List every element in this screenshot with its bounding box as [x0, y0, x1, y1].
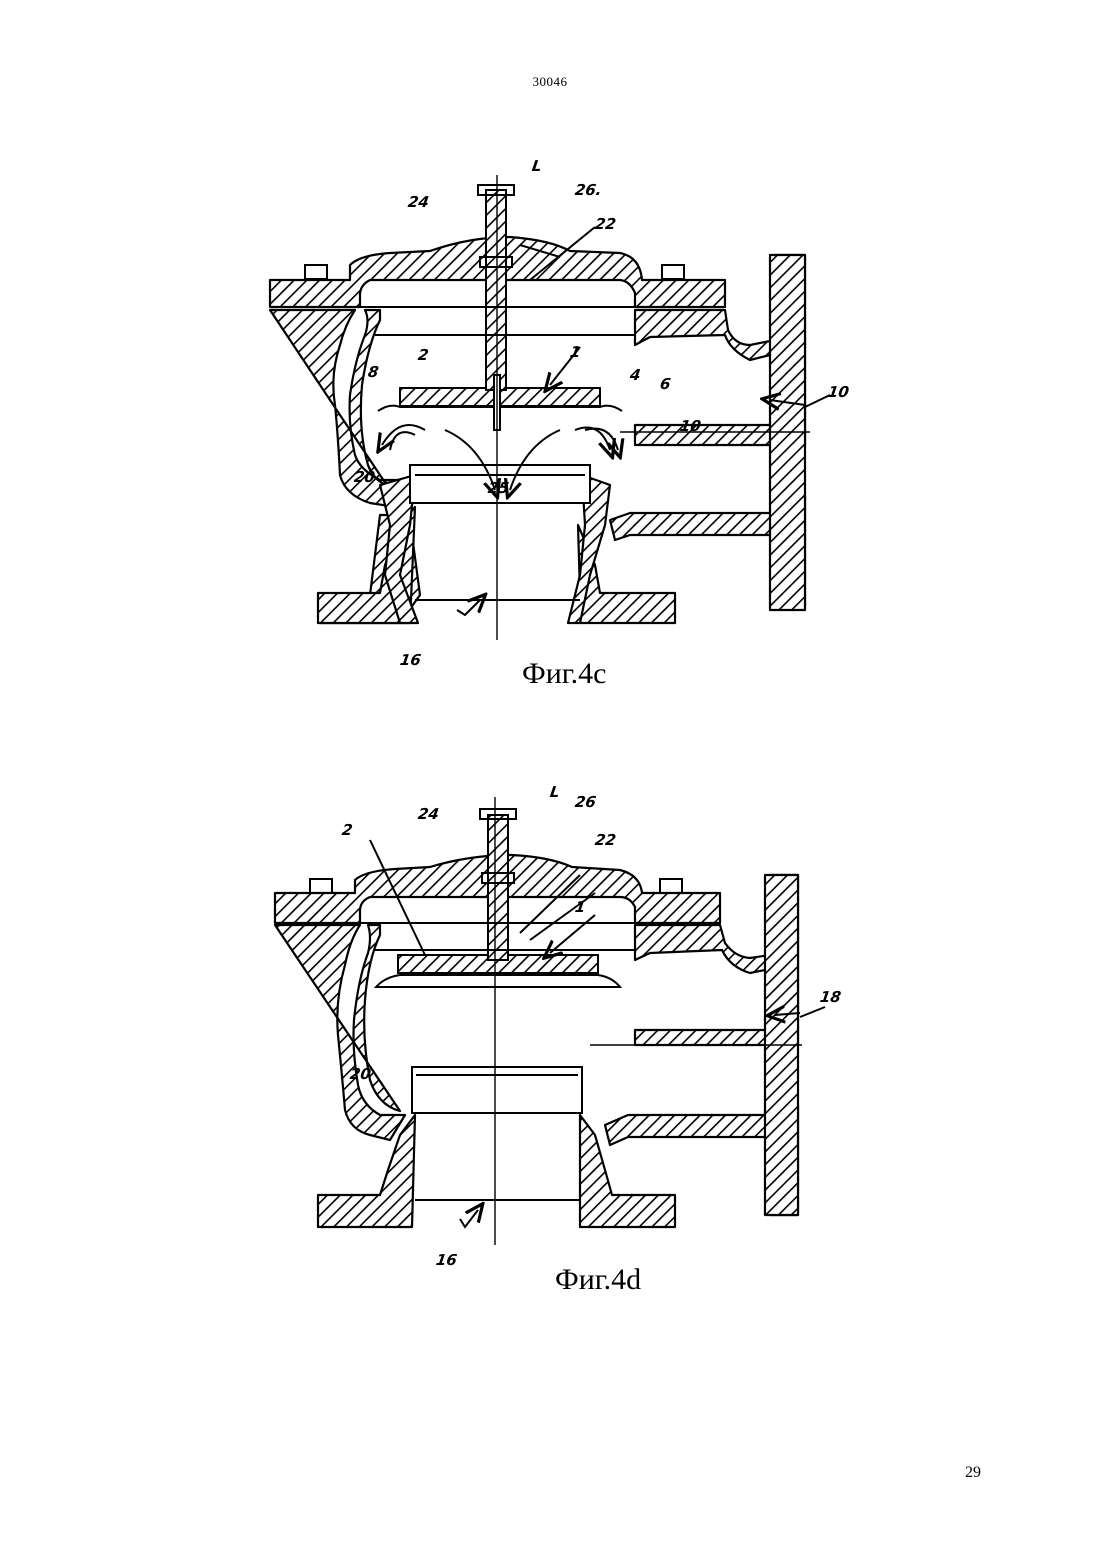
label-4: 4	[629, 368, 642, 383]
label-25: 25	[487, 481, 510, 496]
label-24: 24	[417, 807, 440, 822]
label-18: 18	[819, 990, 842, 1005]
label-10-inline: 10	[679, 419, 702, 434]
label-26: 26	[574, 795, 597, 810]
label-2: 2	[417, 348, 430, 363]
figure-4d: L 24 26 2 22 1 18 20 16 Фиг.4d	[250, 775, 870, 1305]
label-26: 26.	[574, 183, 603, 198]
label-20: 20	[353, 470, 376, 485]
valve-drawing-closed	[250, 775, 870, 1305]
figure-4c: L 24 26. 22 2 1 4 6 8 10 20 25 10 16 Фиг…	[250, 145, 870, 700]
label-10-outlet: 10	[827, 385, 850, 400]
label-20: 20	[349, 1067, 372, 1082]
label-2: 2	[341, 823, 354, 838]
label-22: 22	[594, 833, 617, 848]
page-number: 29	[965, 1464, 981, 1482]
document-number: 30046	[0, 74, 1100, 90]
label-24: 24	[407, 195, 430, 210]
label-1: 1	[574, 900, 587, 915]
figure-caption-4c: Фиг.4c	[522, 657, 607, 691]
label-1: 1	[569, 345, 582, 360]
label-6: 6	[659, 377, 672, 392]
label-8: 8	[367, 365, 380, 380]
label-22: 22	[594, 217, 617, 232]
label-16: 16	[399, 653, 422, 668]
valve-drawing-open	[250, 145, 870, 700]
label-16: 16	[435, 1253, 458, 1268]
figure-caption-4d: Фиг.4d	[555, 1263, 641, 1297]
